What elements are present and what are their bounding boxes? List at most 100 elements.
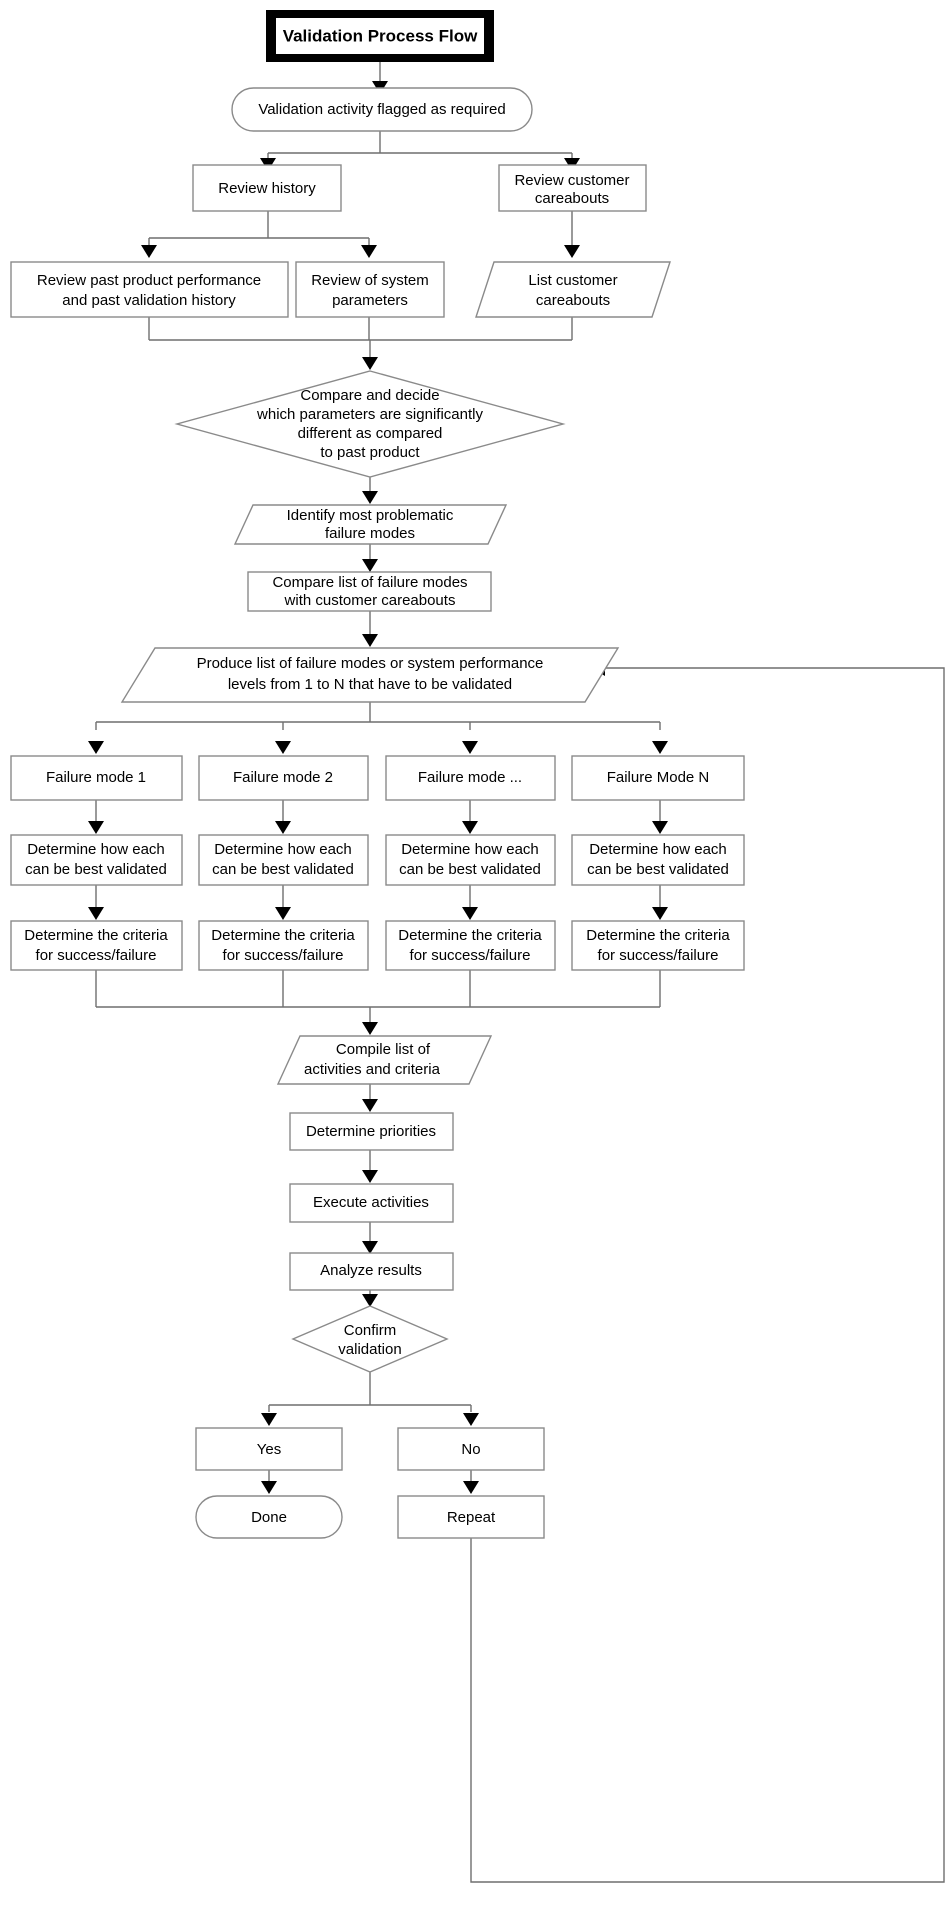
node-criteria-1[interactable]: Determine the criteria for success/failu… <box>10 920 183 971</box>
node-determine-how-4-line1: Determine how each <box>589 841 727 858</box>
node-determine-how-1[interactable]: Determine how each can be best validated <box>10 834 183 886</box>
arrowhead-icon <box>362 634 378 647</box>
node-review-system-parameters-line2: parameters <box>332 292 408 309</box>
node-review-customer-careabouts-line1: Review customer <box>514 172 629 189</box>
edge-confirm-split <box>268 1372 472 1412</box>
node-criteria-3[interactable]: Determine the criteria for success/failu… <box>385 920 556 971</box>
node-no[interactable]: No <box>397 1427 545 1471</box>
node-compare-decide-line3: different as compared <box>298 425 443 442</box>
arrowhead-icon <box>462 821 478 834</box>
arrowhead-icon <box>275 741 291 754</box>
node-determine-how-2-line2: can be best validated <box>212 861 354 878</box>
node-produce-list[interactable]: Produce list of failure modes or system … <box>120 647 620 703</box>
node-review-customer-careabouts[interactable]: Review customer careabouts <box>498 164 647 212</box>
arrowhead-icon <box>361 245 377 258</box>
node-criteria-2-line1: Determine the criteria <box>211 927 355 944</box>
node-failure-mode-2-label: Failure mode 2 <box>233 769 333 786</box>
arrowhead-icon <box>652 907 668 920</box>
node-determine-how-1-line2: can be best validated <box>25 861 167 878</box>
node-identify-failure-modes-line2: failure modes <box>325 525 415 542</box>
edge-columns-merge <box>95 970 661 1023</box>
node-review-system-parameters-line1: Review of system <box>311 272 429 289</box>
node-compile-list-line1: Compile list of <box>336 1041 431 1058</box>
arrowhead-icon <box>652 821 668 834</box>
node-compare-decide[interactable]: Compare and decide which parameters are … <box>174 370 566 478</box>
node-compare-decide-line4: to past product <box>320 444 420 461</box>
node-start[interactable]: Validation activity flagged as required <box>231 87 533 132</box>
edge-merge-to-compare <box>148 317 573 358</box>
node-analyze-results[interactable]: Analyze results <box>289 1252 454 1291</box>
node-list-customer-careabouts-line1: List customer <box>528 272 617 289</box>
node-determine-priorities[interactable]: Determine priorities <box>289 1112 454 1151</box>
node-confirm-validation-line2: validation <box>338 1341 401 1358</box>
node-compare-list-line2: with customer careabouts <box>284 592 456 609</box>
node-list-customer-careabouts[interactable]: List customer careabouts <box>475 261 671 318</box>
node-done[interactable]: Done <box>195 1495 343 1539</box>
node-criteria-4-line1: Determine the criteria <box>586 927 730 944</box>
node-determine-how-4-line2: can be best validated <box>587 861 729 878</box>
node-failure-mode-3[interactable]: Failure mode ... <box>385 755 556 801</box>
arrowhead-icon <box>362 1022 378 1035</box>
node-produce-list-line1: Produce list of failure modes or system … <box>197 655 544 672</box>
node-produce-list-line2: levels from 1 to N that have to be valid… <box>228 676 512 693</box>
node-determine-how-2[interactable]: Determine how each can be best validated <box>198 834 369 886</box>
node-yes[interactable]: Yes <box>195 1427 343 1471</box>
node-failure-mode-2[interactable]: Failure mode 2 <box>198 755 369 801</box>
node-confirm-validation-line1: Confirm <box>344 1322 397 1339</box>
node-no-label: No <box>461 1441 480 1458</box>
title-label: Validation Process Flow <box>283 26 478 45</box>
node-failure-mode-1-label: Failure mode 1 <box>46 769 146 786</box>
node-criteria-4[interactable]: Determine the criteria for success/failu… <box>571 920 745 971</box>
node-criteria-3-line2: for success/failure <box>410 947 531 964</box>
node-determine-how-1-line1: Determine how each <box>27 841 165 858</box>
node-compare-decide-line2: which parameters are significantly <box>256 406 483 423</box>
arrowhead-icon <box>362 1294 378 1307</box>
node-list-customer-careabouts-line2: careabouts <box>536 292 610 309</box>
node-start-label: Validation activity flagged as required <box>258 101 505 118</box>
node-repeat[interactable]: Repeat <box>397 1495 545 1539</box>
arrowhead-icon <box>564 245 580 258</box>
arrowhead-icon <box>88 907 104 920</box>
node-compile-list[interactable]: Compile list of activities and criteria <box>276 1035 493 1085</box>
node-failure-mode-1[interactable]: Failure mode 1 <box>10 755 183 801</box>
node-determine-how-2-line1: Determine how each <box>214 841 352 858</box>
node-identify-failure-modes[interactable]: Identify most problematic failure modes <box>233 504 508 545</box>
node-review-customer-careabouts-line2: careabouts <box>535 190 609 207</box>
edge-producelist-fanout <box>95 702 661 730</box>
node-review-history[interactable]: Review history <box>192 164 342 212</box>
node-compile-list-line2: activities and criteria <box>304 1061 441 1078</box>
node-review-past-product[interactable]: Review past product performance and past… <box>10 261 289 318</box>
arrowhead-icon <box>362 1099 378 1112</box>
arrowhead-icon <box>362 491 378 504</box>
node-compare-list[interactable]: Compare list of failure modes with custo… <box>247 571 492 612</box>
arrowhead-icon <box>652 741 668 754</box>
node-compare-decide-line1: Compare and decide <box>300 387 439 404</box>
node-criteria-2-line2: for success/failure <box>223 947 344 964</box>
arrowhead-icon <box>88 741 104 754</box>
node-determine-how-3[interactable]: Determine how each can be best validated <box>385 834 556 886</box>
node-review-past-product-line2: and past validation history <box>62 292 236 309</box>
arrowhead-icon <box>463 1481 479 1494</box>
arrowhead-icon <box>362 357 378 370</box>
node-criteria-2[interactable]: Determine the criteria for success/failu… <box>198 920 369 971</box>
node-determine-how-4[interactable]: Determine how each can be best validated <box>571 834 745 886</box>
node-failure-mode-4[interactable]: Failure Mode N <box>571 755 745 801</box>
arrowhead-icon <box>462 741 478 754</box>
node-execute-activities[interactable]: Execute activities <box>289 1183 454 1223</box>
node-done-label: Done <box>251 1509 287 1526</box>
node-yes-label: Yes <box>257 1441 281 1458</box>
node-review-system-parameters[interactable]: Review of system parameters <box>295 261 445 318</box>
arrowhead-icon <box>362 559 378 572</box>
node-determine-priorities-label: Determine priorities <box>306 1123 436 1140</box>
arrowhead-icon <box>275 907 291 920</box>
arrowhead-icon <box>261 1413 277 1426</box>
node-compare-list-line1: Compare list of failure modes <box>272 574 467 591</box>
node-confirm-validation[interactable]: Confirm validation <box>291 1305 449 1373</box>
node-repeat-label: Repeat <box>447 1509 496 1526</box>
node-identify-failure-modes-line1: Identify most problematic <box>287 507 454 524</box>
arrowhead-icon <box>275 821 291 834</box>
node-review-history-label: Review history <box>218 180 316 197</box>
node-determine-how-3-line1: Determine how each <box>401 841 539 858</box>
arrowhead-icon <box>88 821 104 834</box>
arrowhead-icon <box>463 1413 479 1426</box>
